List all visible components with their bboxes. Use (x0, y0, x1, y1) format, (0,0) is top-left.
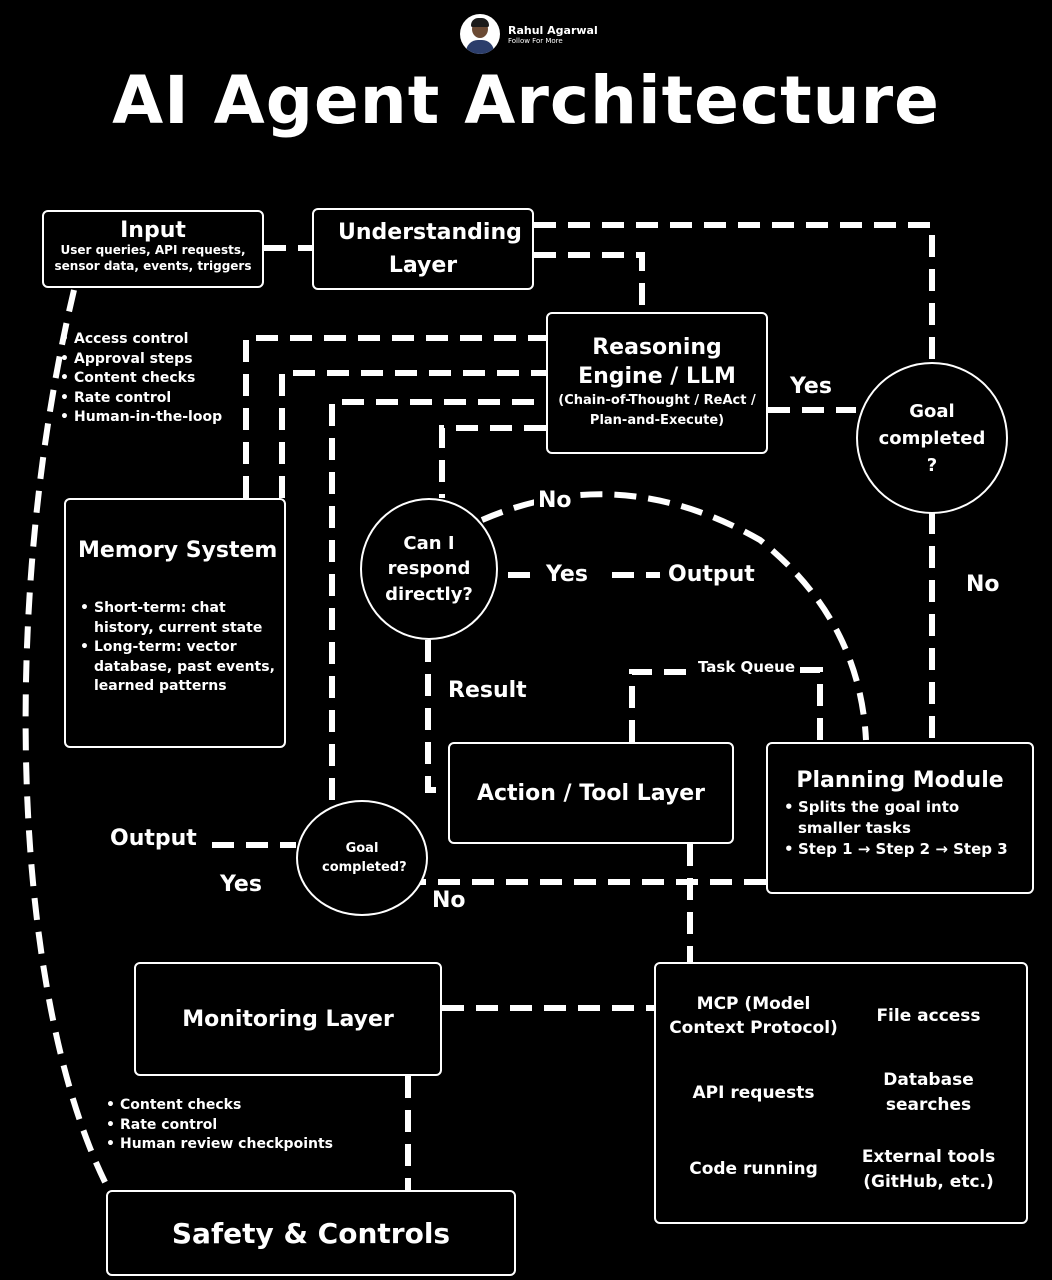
planning-title: Planning Module (796, 768, 1004, 793)
label-result: Result (444, 678, 531, 705)
label-yes-respond: Yes (542, 562, 592, 589)
avatar (460, 14, 500, 54)
goal-top-text: Goal completed ? (878, 400, 986, 476)
line-understanding-goal (534, 222, 935, 362)
input-box: Input User queries, API requests, sensor… (42, 210, 264, 288)
author-badge[interactable]: Rahul Agarwal Follow For More (460, 14, 598, 54)
label-no-right: No (962, 572, 1004, 599)
safety-check-item: Content checks (58, 369, 222, 389)
safety-check-item: Human-in-the-loop (58, 408, 222, 428)
memory-item: Short-term: chat history, current state (78, 599, 278, 638)
understanding-layer-box: Understanding Layer (312, 208, 534, 290)
line-reasoning-canrespond (439, 425, 546, 498)
tool-item: Database searches (883, 1070, 974, 1115)
line-taskqueue-left (629, 669, 690, 742)
monitoring-layer-box: Monitoring Layer (134, 962, 442, 1076)
safety-title: Safety & Controls (171, 1216, 451, 1250)
action-tool-layer-box: Action / Tool Layer (448, 742, 734, 844)
memory-item: Long-term: vector database, past events,… (78, 638, 278, 697)
planning-module-box: Planning Module Splits the goal into sma… (766, 742, 1034, 894)
line-input-safety-arc (22, 289, 113, 1194)
memory-items: Short-term: chat history, current stateL… (78, 599, 278, 697)
reasoning-title: Reasoning Engine / LLM (578, 335, 736, 389)
safety-controls-box: Safety & Controls (106, 1190, 516, 1276)
tool-item: Code running (689, 1159, 818, 1180)
label-yes-left: Yes (216, 872, 266, 899)
label-no-bottom: No (428, 888, 470, 915)
monitoring-item: Human review checkpoints (104, 1135, 333, 1155)
label-output-direct: Output (664, 562, 759, 589)
memory-system-box: Memory System Short-term: chat history, … (64, 498, 286, 748)
goal-bottom-text: Goal completed? (322, 840, 407, 876)
goal-completed-top: Goal completed ? (856, 362, 1008, 514)
page-title: AI Agent Architecture (112, 62, 940, 139)
safety-check-item: Approval steps (58, 350, 222, 370)
reasoning-desc: (Chain-of-Thought / ReAct / Plan-and-Exe… (558, 393, 756, 428)
action-title: Action / Tool Layer (476, 780, 706, 806)
safety-check-item: Access control (58, 330, 222, 350)
input-title: Input (120, 218, 186, 243)
tool-item: API requests (692, 1082, 815, 1103)
line-understanding-reasoning (534, 252, 645, 312)
monitoring-item: Rate control (104, 1116, 333, 1136)
label-yes-goal: Yes (786, 374, 836, 401)
author-name: Rahul Agarwal (508, 23, 598, 37)
safety-check-item: Rate control (58, 389, 222, 409)
safety-checks-list: Access controlApproval stepsContent chec… (58, 330, 222, 428)
line-canrespond-action (425, 640, 448, 793)
tool-item: MCP (Model Context Protocol) (669, 993, 838, 1039)
line-no-arc (480, 491, 869, 741)
planning-item: Step 1 → Step 2 → Step 3 (782, 839, 1026, 860)
monitoring-item: Content checks (104, 1096, 333, 1116)
understanding-title: Understanding Layer (338, 220, 522, 278)
label-output-left: Output (106, 826, 201, 853)
can-respond-text: Can I respond directly? (385, 533, 473, 605)
tool-item: External tools (GitHub, etc.) (861, 1147, 996, 1192)
planning-items: Splits the goal into smaller tasksStep 1… (782, 797, 1026, 860)
author-subtitle: Follow For More (508, 36, 563, 45)
line-taskqueue-right (800, 667, 823, 742)
line-memory-reasoning-1 (243, 335, 546, 498)
label-no-top: No (534, 488, 576, 515)
reasoning-engine-box: Reasoning Engine / LLM (Chain-of-Thought… (546, 312, 768, 454)
goal-completed-bottom: Goal completed? (296, 800, 428, 916)
label-task-queue: Task Queue (694, 658, 800, 676)
monitoring-items-list: Content checksRate controlHuman review c… (104, 1096, 333, 1155)
memory-title: Memory System (78, 538, 278, 563)
planning-item: Splits the goal into smaller tasks (782, 797, 1026, 839)
tool-item: File access (876, 1006, 981, 1026)
monitoring-title: Monitoring Layer (182, 1006, 394, 1032)
can-respond-directly: Can I respond directly? (360, 498, 498, 640)
input-desc: User queries, API requests, sensor data,… (54, 243, 252, 273)
line-memory-reasoning-2 (279, 370, 546, 498)
